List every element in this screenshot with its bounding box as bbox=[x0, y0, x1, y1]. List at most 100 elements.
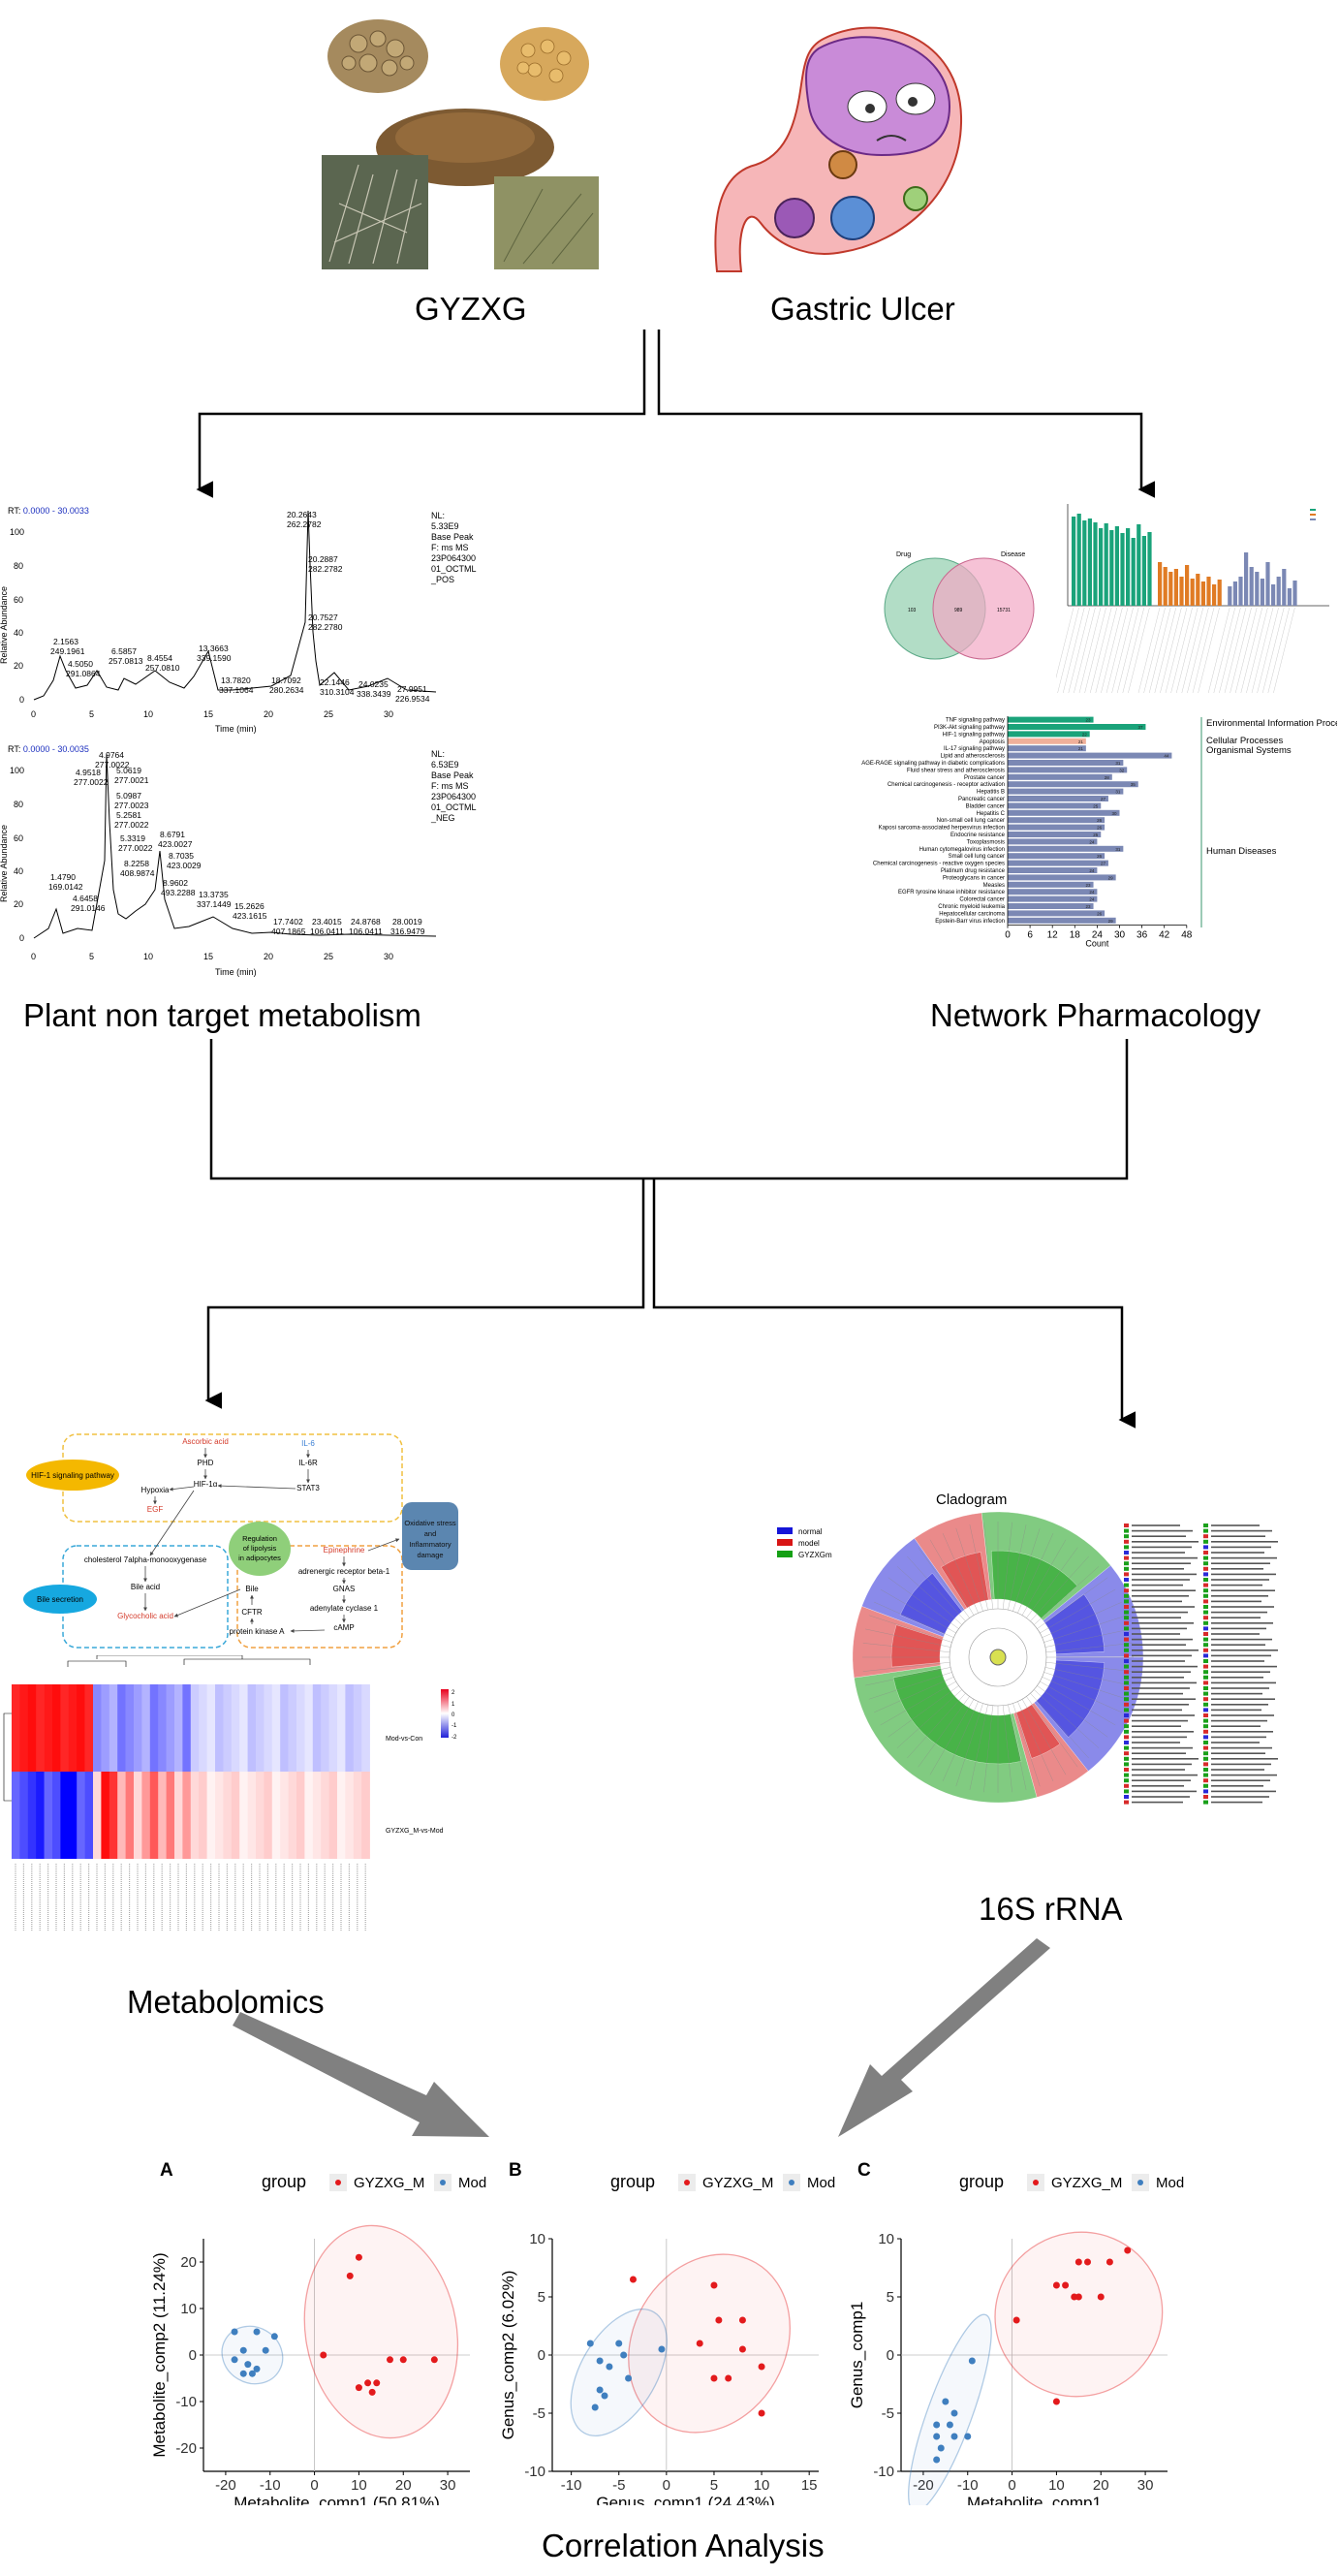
svg-text:277.0022: 277.0022 bbox=[118, 843, 153, 853]
kegg-x-tick: 6 bbox=[1027, 930, 1033, 941]
svg-text:407.1865: 407.1865 bbox=[271, 927, 306, 936]
cladogram-legend: normal model GYZXGm bbox=[777, 1527, 832, 1559]
taxon-swatch bbox=[1203, 1789, 1208, 1794]
svg-text:13.7820: 13.7820 bbox=[221, 675, 251, 685]
svg-text:20: 20 bbox=[14, 899, 23, 909]
heatmap-cell bbox=[52, 1684, 61, 1772]
heatmap-cell bbox=[19, 1772, 29, 1859]
x-tick: -10 bbox=[957, 2477, 979, 2494]
taxon-label-bar bbox=[1132, 1801, 1183, 1804]
taxon-label-bar bbox=[1211, 1752, 1265, 1754]
go-bar bbox=[1158, 562, 1163, 606]
arrow-to-metabolomics bbox=[204, 1178, 645, 1409]
taxon-label-bar bbox=[1211, 1709, 1261, 1712]
heatmap-cell bbox=[109, 1684, 118, 1772]
taxon-label-bar bbox=[1211, 1595, 1268, 1597]
go-bar bbox=[1168, 572, 1173, 606]
taxon-swatch bbox=[1203, 1610, 1208, 1615]
svg-text:Bile acid: Bile acid bbox=[131, 1583, 160, 1591]
svg-text:5: 5 bbox=[89, 952, 94, 961]
go-bar bbox=[1141, 536, 1146, 606]
taxon-label-bar bbox=[1211, 1758, 1278, 1760]
taxon-label-bar bbox=[1211, 1606, 1274, 1608]
kegg-pathway-label: Lipid and atherosclerosis bbox=[941, 754, 1005, 760]
taxon-swatch bbox=[1124, 1762, 1129, 1767]
kegg-pathway-label: Pancreatic cancer bbox=[958, 797, 1005, 802]
taxon-label-bar bbox=[1132, 1758, 1199, 1760]
heatmap-cell bbox=[44, 1684, 53, 1772]
svg-text:0: 0 bbox=[31, 952, 36, 961]
kegg-bar bbox=[1008, 817, 1105, 824]
gastric-ulcer-cartoon bbox=[714, 26, 963, 272]
heatmap-cell bbox=[271, 1772, 281, 1859]
point-gyzxg bbox=[364, 2379, 372, 2387]
point-mod bbox=[620, 2351, 628, 2359]
y-tick: -10 bbox=[175, 2394, 197, 2410]
kegg-bar-value: 29 bbox=[1108, 919, 1114, 924]
go-bar bbox=[1076, 514, 1081, 606]
kegg-bar-value: 24 bbox=[1089, 839, 1095, 844]
point-mod bbox=[239, 2370, 247, 2377]
taxon-label-bar bbox=[1132, 1746, 1193, 1749]
taxon-label-bar bbox=[1211, 1746, 1272, 1749]
svg-text:Bile: Bile bbox=[245, 1585, 259, 1593]
kegg-bar bbox=[1008, 724, 1146, 730]
heatmap-cell bbox=[264, 1684, 273, 1772]
kegg-bar-value: 27 bbox=[1101, 862, 1106, 866]
go-bar bbox=[1126, 528, 1131, 606]
rt-range-pos: RT: 0.0000 - 30.0033 bbox=[8, 506, 89, 516]
taxon-label-bar bbox=[1211, 1546, 1271, 1549]
correlation-label: Correlation Analysis bbox=[542, 2528, 825, 2563]
svg-text:25: 25 bbox=[324, 709, 333, 719]
svg-text:normal: normal bbox=[798, 1527, 823, 1536]
taxon-swatch bbox=[1203, 1691, 1208, 1696]
y-axis-label: Genus_comp2 (6.02%) bbox=[499, 2271, 517, 2440]
kegg-pathway-label: Non-small cell lung cancer bbox=[937, 818, 1005, 824]
y-tick: -5 bbox=[882, 2405, 894, 2422]
metabolomics-heatmap: Mod-vs-Con GYZXG_M-vs-Mod 21 0-1 -2 bbox=[3, 1655, 457, 1932]
confidence-ellipse bbox=[994, 2231, 1164, 2398]
taxon-swatch bbox=[1124, 1616, 1129, 1620]
taxon-swatch bbox=[1124, 1551, 1129, 1555]
clade-segment bbox=[890, 1624, 944, 1668]
go-bar bbox=[1185, 565, 1190, 606]
taxon-label-bar bbox=[1211, 1556, 1277, 1559]
kegg-pathway-label: TNF signaling pathway bbox=[946, 718, 1005, 724]
svg-text:HIF-1α: HIF-1α bbox=[194, 1480, 218, 1489]
clade-segment bbox=[1044, 1593, 1105, 1654]
kegg-bar bbox=[1008, 889, 1098, 895]
taxon-label-bar bbox=[1211, 1665, 1277, 1668]
svg-text:316.9479: 316.9479 bbox=[390, 927, 425, 936]
heatmap-cell bbox=[158, 1772, 167, 1859]
taxon-swatch bbox=[1203, 1708, 1208, 1712]
svg-text:20: 20 bbox=[264, 952, 273, 961]
kegg-bar bbox=[1008, 767, 1128, 773]
svg-text:28.0019: 28.0019 bbox=[392, 917, 422, 927]
taxon-swatch bbox=[1203, 1783, 1208, 1788]
svg-text:GYZXGm: GYZXGm bbox=[798, 1551, 832, 1559]
svg-text:5: 5 bbox=[89, 709, 94, 719]
kegg-pathway-label: Fluid shear stress and atherosclerosis bbox=[907, 768, 1005, 773]
svg-text:277.0022: 277.0022 bbox=[74, 777, 109, 787]
taxon-swatch bbox=[1124, 1528, 1129, 1533]
heatmap-cell bbox=[239, 1684, 248, 1772]
taxon-swatch bbox=[1203, 1762, 1208, 1767]
svg-text:2: 2 bbox=[452, 1690, 455, 1696]
taxon-swatch bbox=[1203, 1778, 1208, 1783]
heatmap-cell bbox=[328, 1772, 338, 1859]
taxon-swatch bbox=[1124, 1773, 1129, 1777]
heatmap-cell bbox=[312, 1684, 322, 1772]
venn-diagram: Drug Disease 103 989 15731 bbox=[884, 551, 1035, 660]
svg-text:8.9602: 8.9602 bbox=[163, 878, 188, 888]
heatmap-cell bbox=[247, 1772, 257, 1859]
x-axis-label: Metabolite_comp1 (50.81%) bbox=[234, 2494, 440, 2505]
heatmap-cell bbox=[19, 1684, 29, 1772]
svg-text:GNAS: GNAS bbox=[333, 1585, 356, 1593]
taxon-swatch bbox=[1124, 1620, 1129, 1625]
taxon-swatch bbox=[1203, 1578, 1208, 1582]
heatmap-cell bbox=[199, 1772, 207, 1859]
clade-segment bbox=[899, 1573, 963, 1635]
taxon-label-bar bbox=[1132, 1790, 1197, 1793]
go-bar bbox=[1255, 572, 1260, 606]
svg-text:20: 20 bbox=[14, 661, 23, 671]
